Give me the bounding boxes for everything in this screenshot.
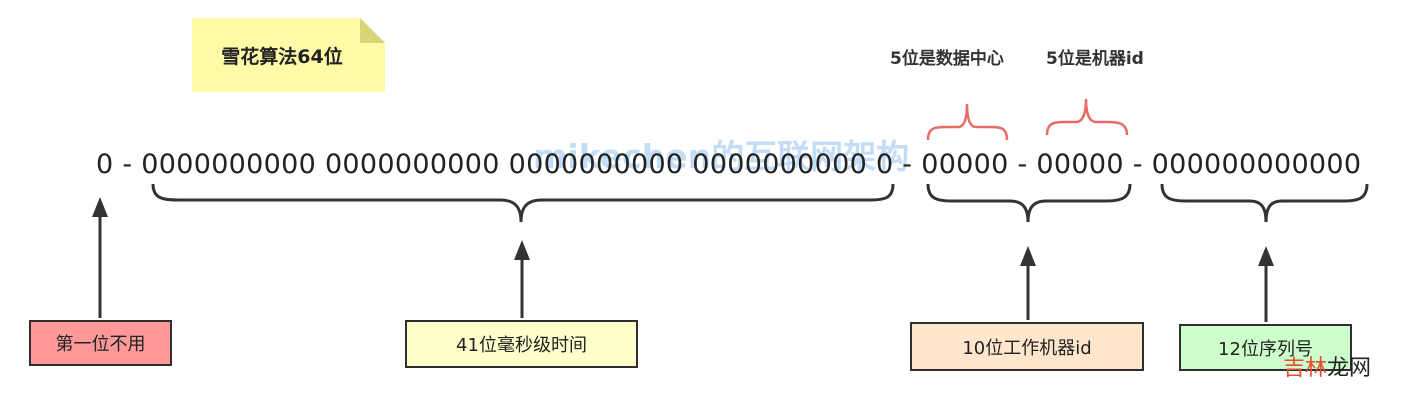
corner-logo: 吉林龙网 <box>1283 350 1371 382</box>
worker-brace <box>926 183 1132 223</box>
corner-logo-part1: 吉林 <box>1283 356 1328 381</box>
sequence-box: 12位序列号 <box>1179 324 1352 371</box>
note-title: 雪花算法64位 <box>221 46 343 68</box>
sequence-brace <box>1160 183 1369 223</box>
sticky-note-fold <box>360 18 385 43</box>
worker-box: 10位工作机器id <box>910 322 1144 371</box>
first-bit-arrow <box>92 197 108 318</box>
timestamp-arrow <box>514 240 530 318</box>
worker-label: 10位工作机器id <box>962 337 1092 359</box>
timestamp-label: 41位毫秒级时间 <box>456 335 587 356</box>
machine-brace <box>1045 98 1129 136</box>
watermark: mikechen的互联网架构 <box>533 137 910 176</box>
bit-string: 0 - 0000000000 0000000000 0000000000 000… <box>96 149 1362 180</box>
timestamp-box: 41位毫秒级时间 <box>405 320 638 368</box>
machine-id-label: 5位是机器id <box>1046 49 1144 69</box>
corner-logo-part2: 龙网 <box>1327 356 1372 381</box>
first-bit-box: 第一位不用 <box>29 320 172 366</box>
sequence-label: 12位序列号 <box>1218 338 1313 360</box>
worker-arrow <box>1020 246 1036 320</box>
sequence-arrow <box>1258 246 1274 322</box>
datacenter-label: 5位是数据中心 <box>890 49 1004 69</box>
datacenter-brace <box>926 103 1009 141</box>
timestamp-brace <box>151 183 895 223</box>
first-bit-label: 第一位不用 <box>55 334 146 355</box>
sticky-note <box>192 18 385 92</box>
